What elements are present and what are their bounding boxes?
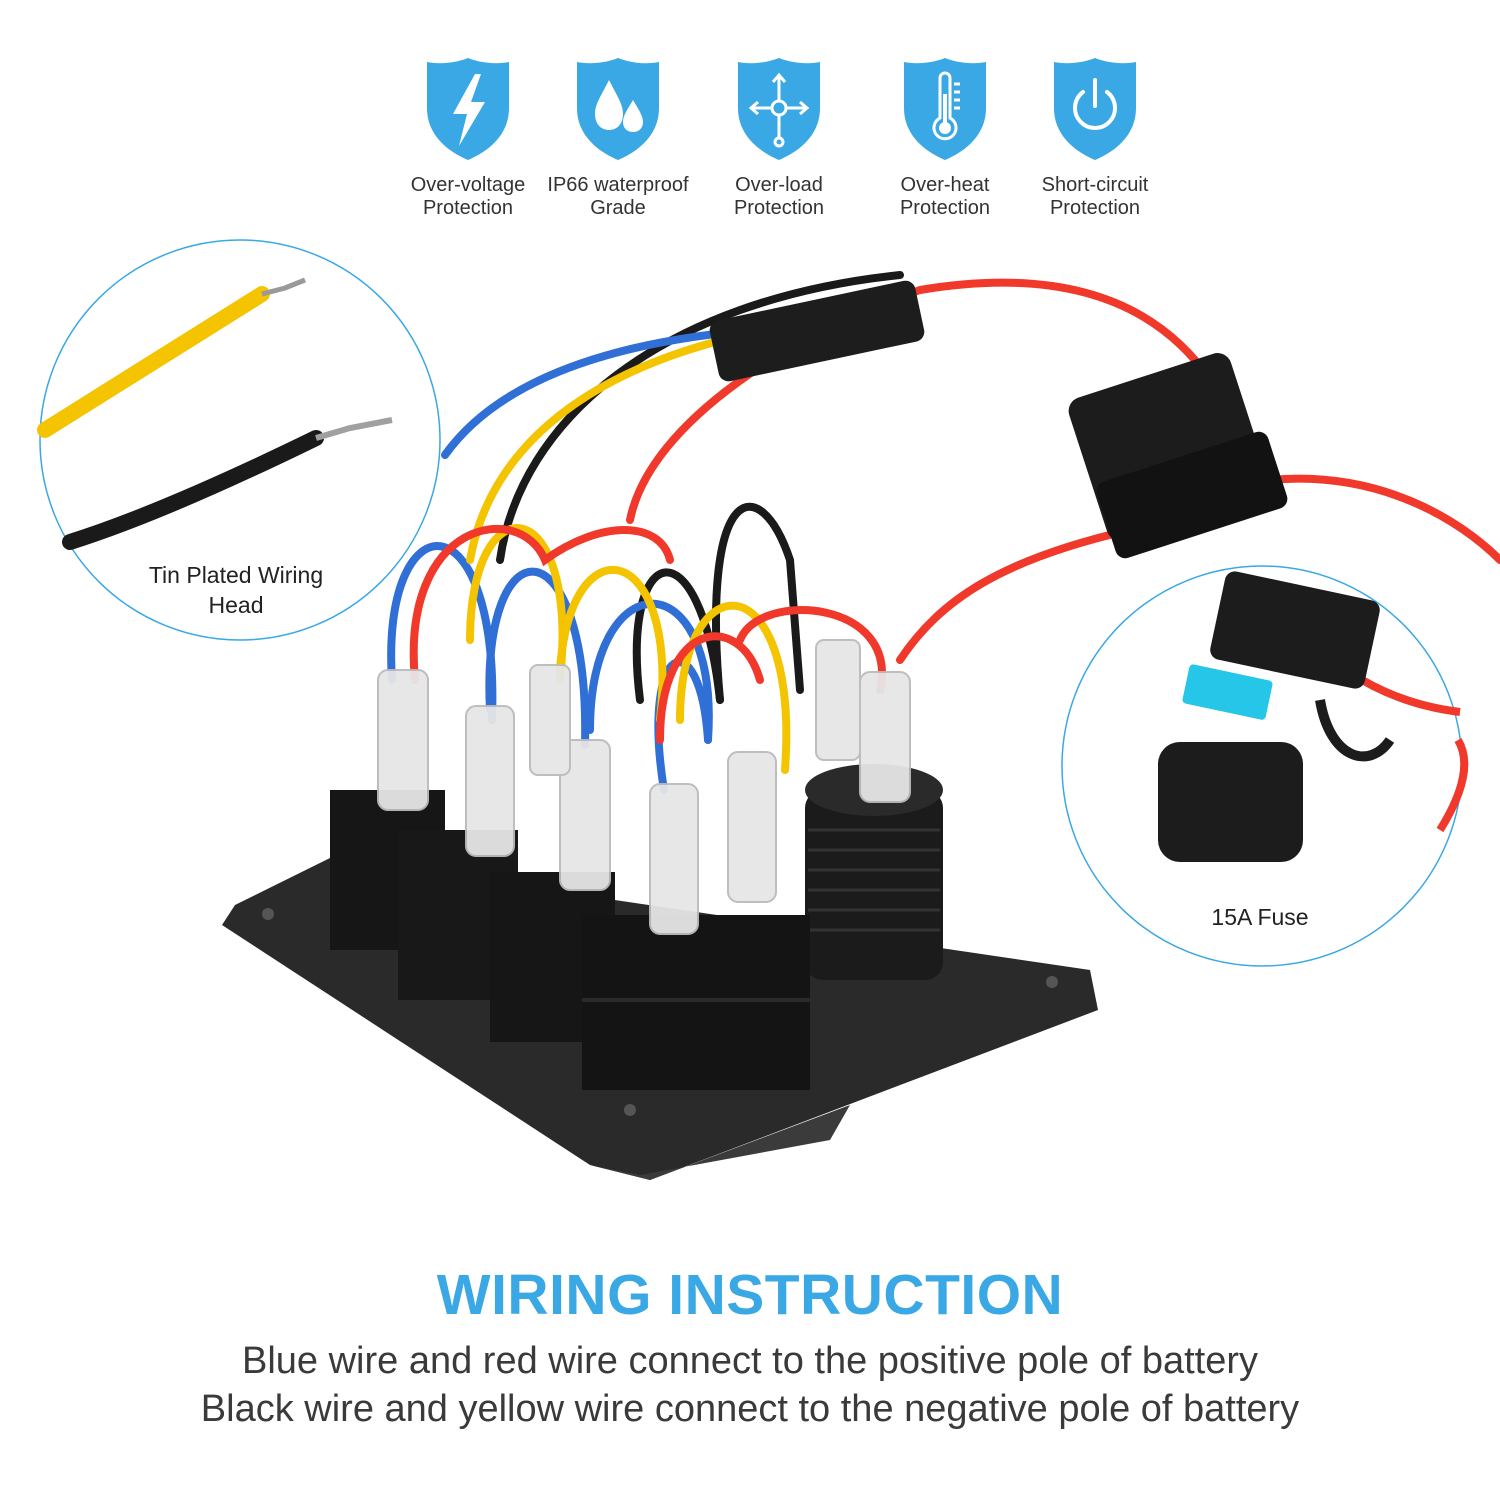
feature-short-circuit: Short-circuit Protection (1010, 56, 1180, 220)
feature-label: Short-circuit Protection (1041, 174, 1149, 219)
thermometer-icon (904, 58, 986, 160)
lightning-icon (427, 58, 509, 160)
feature-over-voltage: Over-voltage Protection (383, 56, 553, 220)
feature-label: Over-heat Protection (899, 174, 991, 219)
feature-waterproof: IP66 waterproof Grade (533, 56, 703, 220)
fuse-label: 15A Fuse (1211, 904, 1309, 930)
water-drops-icon (577, 58, 659, 160)
tin-plated-label: Tin Plated Wiring Head (148, 562, 324, 618)
instruction-positive: Blue wire and red wire connect to the po… (241, 1340, 1259, 1382)
switch-panel-photo (37, 239, 1500, 1180)
feature-over-load: Over-load Protection (694, 56, 864, 220)
tin-plated-callout (37, 239, 441, 641)
feature-label: IP66 waterproof Grade (547, 174, 689, 219)
page-title: WIRING INSTRUCTION (436, 1263, 1064, 1327)
spade-connectors (377, 639, 911, 935)
feature-over-heat: Over-heat Protection (860, 56, 1030, 220)
load-arrows-icon (738, 58, 820, 160)
feature-label: Over-voltage Protection (410, 174, 526, 219)
power-icon (1054, 58, 1136, 160)
fuse-callout (1061, 565, 1469, 967)
feature-label: Over-load Protection (733, 174, 825, 219)
rocker-switches (330, 790, 810, 1090)
instruction-negative: Black wire and yellow wire connect to th… (200, 1388, 1300, 1430)
inline-fuse-holders (709, 280, 1288, 559)
